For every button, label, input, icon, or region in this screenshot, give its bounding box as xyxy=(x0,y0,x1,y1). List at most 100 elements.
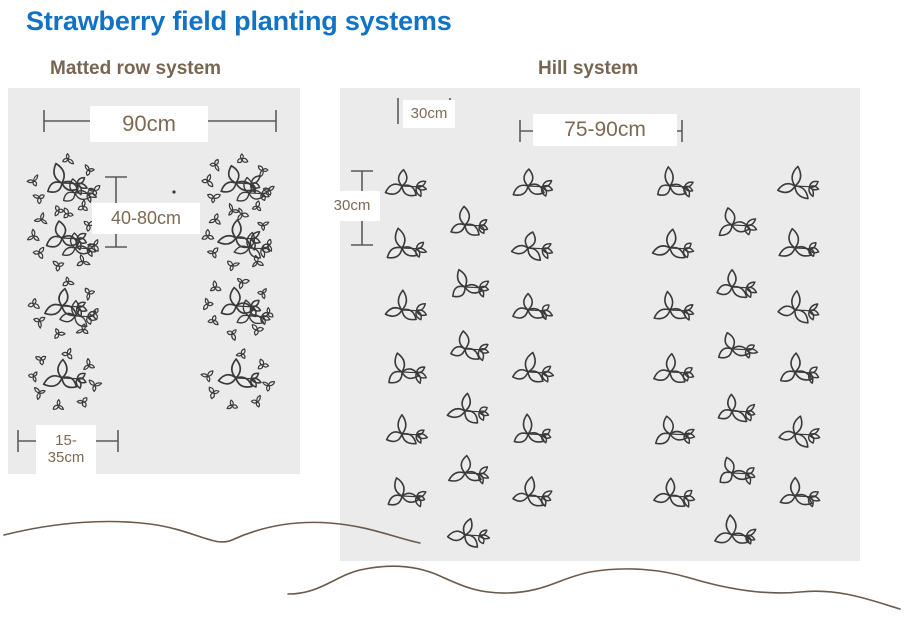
strawberry-plant-icon xyxy=(779,352,820,384)
strawberry-plant-icon xyxy=(651,228,695,259)
runner-plantlet-icon xyxy=(26,228,40,241)
runner-plantlet-icon xyxy=(251,324,265,336)
strawberry-plant-icon xyxy=(388,352,427,384)
runner-plantlet-icon xyxy=(54,205,65,217)
runner-plantlet-icon xyxy=(209,280,222,292)
hill-system-heading: Hill system xyxy=(538,58,639,79)
runner-plantlet-icon xyxy=(76,397,88,408)
strawberry-plant-icon xyxy=(59,299,97,328)
strawberry-plant-icon xyxy=(44,287,88,318)
runner-plantlet-icon xyxy=(261,307,274,318)
bed-width-line-2: 35cm xyxy=(47,449,85,466)
matted-row-clump xyxy=(26,207,99,272)
strawberry-plant-icon xyxy=(719,456,756,485)
runner-plantlet-icon xyxy=(200,370,214,383)
matted-row-diagram-panel xyxy=(8,88,300,474)
strawberry-plant-icon xyxy=(385,413,429,445)
strawberry-plant-icon xyxy=(779,476,821,508)
runner-plantlet-icon xyxy=(52,398,65,410)
runner-plantlet-icon xyxy=(32,246,45,260)
runner-plantlet-icon xyxy=(227,260,240,272)
dimension-label-in-row-spacing: 30cm xyxy=(403,100,455,128)
runner-plantlet-icon xyxy=(201,228,215,240)
runner-plantlet-icon xyxy=(201,173,214,188)
dimension-label-plant-spread: 40-80cm xyxy=(92,203,200,234)
runner-plantlet-icon xyxy=(27,371,38,383)
strawberry-plant-icon xyxy=(777,290,820,324)
runner-plantlet-icon xyxy=(62,276,75,287)
runner-plantlet-icon xyxy=(237,153,249,164)
runner-plantlet-icon xyxy=(87,185,101,197)
strawberry-plant-icon xyxy=(386,227,428,259)
strawberry-plant-icon xyxy=(233,231,271,259)
strawberry-plant-icon xyxy=(657,166,694,198)
strawberry-plant-icon xyxy=(778,415,821,448)
matted-row-clump xyxy=(27,347,103,410)
runner-plantlet-icon xyxy=(262,238,273,252)
runner-plantlet-icon xyxy=(84,287,96,301)
strawberry-plant-icon xyxy=(776,165,820,200)
runner-plantlet-icon xyxy=(33,387,46,401)
strawberry-plant-icon xyxy=(446,517,491,548)
strawberry-plant-icon xyxy=(653,352,695,383)
runner-plantlet-icon xyxy=(251,200,262,212)
runner-plantlet-icon xyxy=(257,221,270,231)
hill-bed xyxy=(384,168,555,548)
strawberry-plant-icon xyxy=(653,290,695,321)
runner-plantlet-icon xyxy=(257,165,269,178)
hill-bed xyxy=(651,165,821,545)
runner-plantlet-icon xyxy=(206,247,219,259)
strawberry-plant-icon xyxy=(452,268,490,298)
strawberry-plant-icon xyxy=(513,413,552,444)
strawberry-plant-icon xyxy=(62,178,98,203)
matted-row-clump xyxy=(200,348,276,410)
strawberry-plant-icon xyxy=(448,454,490,485)
matted-row-clump xyxy=(201,153,275,216)
runner-plantlet-icon xyxy=(32,194,45,205)
runner-plantlet-icon xyxy=(63,207,74,219)
runner-plantlet-icon xyxy=(235,348,246,359)
runner-plantlet-icon xyxy=(262,381,276,392)
runner-plantlet-icon xyxy=(257,288,267,300)
strawberry-plant-icon xyxy=(718,207,758,237)
runner-plantlet-icon xyxy=(207,193,221,204)
runner-plantlet-icon xyxy=(208,213,221,225)
runner-plantlet-icon xyxy=(26,174,39,187)
runner-plantlet-icon xyxy=(83,357,95,371)
runner-plantlet-icon xyxy=(250,394,261,408)
strawberry-plant-icon xyxy=(217,358,262,388)
strawberry-plant-icon xyxy=(778,227,820,257)
runner-plantlet-icon xyxy=(226,329,237,341)
runner-plantlet-icon xyxy=(88,379,103,393)
strawberry-plant-icon xyxy=(45,220,88,251)
matted-row-clump xyxy=(26,153,101,217)
strawberry-plant-icon xyxy=(42,358,87,390)
runner-plantlet-icon xyxy=(209,158,220,172)
runner-plantlet-icon xyxy=(228,203,240,216)
strawberry-plant-icon xyxy=(236,299,271,325)
strawberry-plant-icon xyxy=(654,415,696,445)
strawberry-plant-icon xyxy=(717,393,756,423)
ground-wave-lower xyxy=(287,565,901,610)
runner-plantlet-icon xyxy=(76,254,91,267)
runner-plantlet-icon xyxy=(262,185,275,196)
strawberry-plant-icon xyxy=(653,477,696,508)
strawberry-plant-icon xyxy=(384,168,428,198)
runner-plantlet-icon xyxy=(84,164,95,177)
strawberry-plant-icon xyxy=(446,392,490,424)
strawberry-plant-icon xyxy=(450,330,490,362)
strawberry-plant-icon xyxy=(512,168,554,197)
runner-plantlet-icon xyxy=(61,347,73,360)
hill-diagram-panel xyxy=(340,88,860,561)
runner-plantlet-icon xyxy=(87,239,99,252)
runner-plantlet-icon xyxy=(237,207,250,221)
dimension-label-row-spacing: 90cm xyxy=(90,106,208,142)
stray-mark xyxy=(172,190,176,194)
strawberry-plant-icon xyxy=(717,331,759,359)
strawberry-plant-icon xyxy=(387,477,427,508)
strawberry-plant-icon xyxy=(511,351,555,383)
dimension-label-between-plants: 30cm xyxy=(324,191,380,221)
runner-plantlet-icon xyxy=(257,358,270,370)
runner-plantlet-icon xyxy=(77,199,88,211)
